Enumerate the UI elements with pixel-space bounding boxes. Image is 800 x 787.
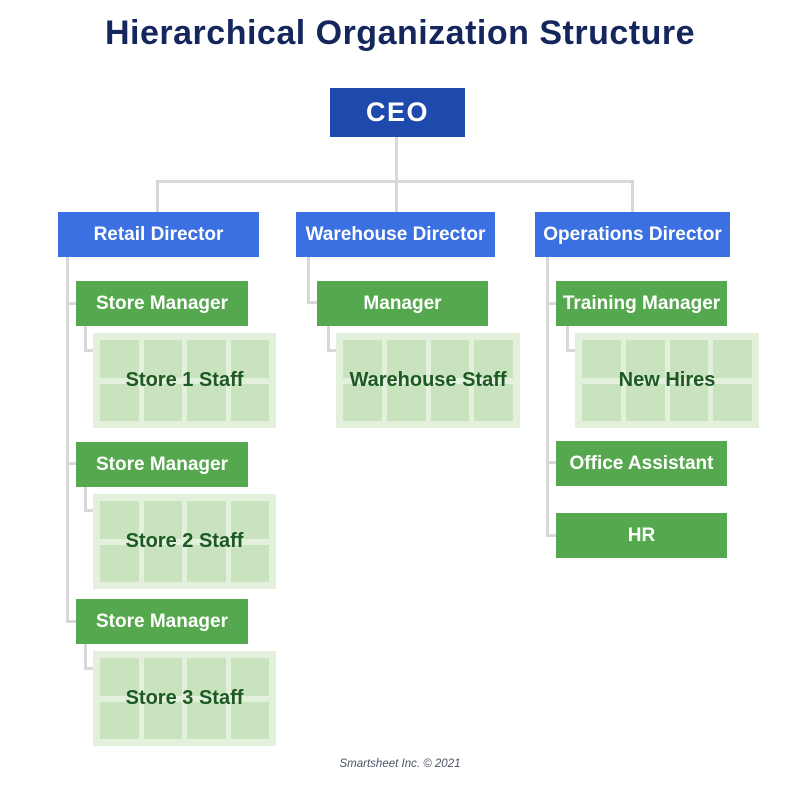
connector-ceo-stem	[395, 136, 398, 182]
node-operations-director: Operations Director	[535, 212, 730, 257]
staff-group-store-3: Store 3 Staff	[93, 651, 276, 746]
node-hr: HR	[556, 513, 727, 558]
connector-sm3-elbow-h	[84, 667, 93, 670]
attribution-text: Smartsheet Inc. © 2021	[339, 758, 461, 770]
connector-tm-elbow-v	[566, 326, 569, 352]
node-training-manager: Training Manager	[556, 281, 727, 326]
connector-ops-trunk	[546, 257, 549, 537]
node-warehouse-manager: Manager	[317, 281, 488, 326]
staff-group-store-1: Store 1 Staff	[93, 333, 276, 428]
staff-group-warehouse: Warehouse Staff	[336, 333, 520, 428]
connector-whmgr-elbow-v	[327, 326, 330, 352]
staff-grid	[100, 501, 269, 582]
node-office-assistant: Office Assistant	[556, 441, 727, 486]
connector-ops-stub-oa	[546, 461, 556, 464]
connector-sm2-elbow-v	[84, 486, 87, 512]
node-warehouse-director: Warehouse Director	[296, 212, 495, 257]
connector-drop-retail	[156, 180, 159, 212]
staff-group-label: Store 1 Staff	[125, 369, 244, 391]
staff-group-label: New Hires	[618, 369, 716, 391]
node-store-manager-2: Store Manager	[76, 442, 248, 487]
connector-sm2-elbow-h	[84, 509, 93, 512]
node-store-manager-1: Store Manager	[76, 281, 248, 326]
connector-sm1-elbow-h	[84, 349, 93, 352]
connector-sm3-elbow-v	[84, 644, 87, 670]
node-retail-director: Retail Director	[58, 212, 259, 257]
page-title: Hierarchical Organization Structure	[105, 14, 695, 52]
connector-ops-stub-tm	[546, 302, 556, 305]
connector-wh-elbow-v	[307, 257, 310, 304]
connector-drop-operations	[631, 180, 634, 212]
node-ceo: CEO	[330, 88, 465, 137]
connector-whmgr-elbow-h	[327, 349, 336, 352]
staff-group-new-hires: New Hires	[575, 333, 759, 428]
node-store-manager-3: Store Manager	[76, 599, 248, 644]
connector-drop-warehouse	[395, 180, 398, 212]
connector-retail-trunk	[66, 257, 69, 623]
staff-group-label: Store 3 Staff	[125, 687, 244, 709]
staff-group-store-2: Store 2 Staff	[93, 494, 276, 589]
connector-ops-stub-hr	[546, 534, 556, 537]
connector-retail-stub-3	[66, 620, 76, 623]
staff-grid	[100, 658, 269, 739]
staff-group-label: Store 2 Staff	[125, 530, 244, 552]
connector-retail-stub-1	[66, 302, 76, 305]
connector-retail-stub-2	[66, 462, 76, 465]
staff-grid	[100, 340, 269, 421]
connector-wh-elbow-h	[307, 301, 317, 304]
staff-grid	[343, 340, 513, 421]
connector-tm-elbow-h	[566, 349, 575, 352]
staff-group-label: Warehouse Staff	[349, 369, 507, 391]
staff-grid	[582, 340, 752, 421]
connector-sm1-elbow-v	[84, 326, 87, 352]
